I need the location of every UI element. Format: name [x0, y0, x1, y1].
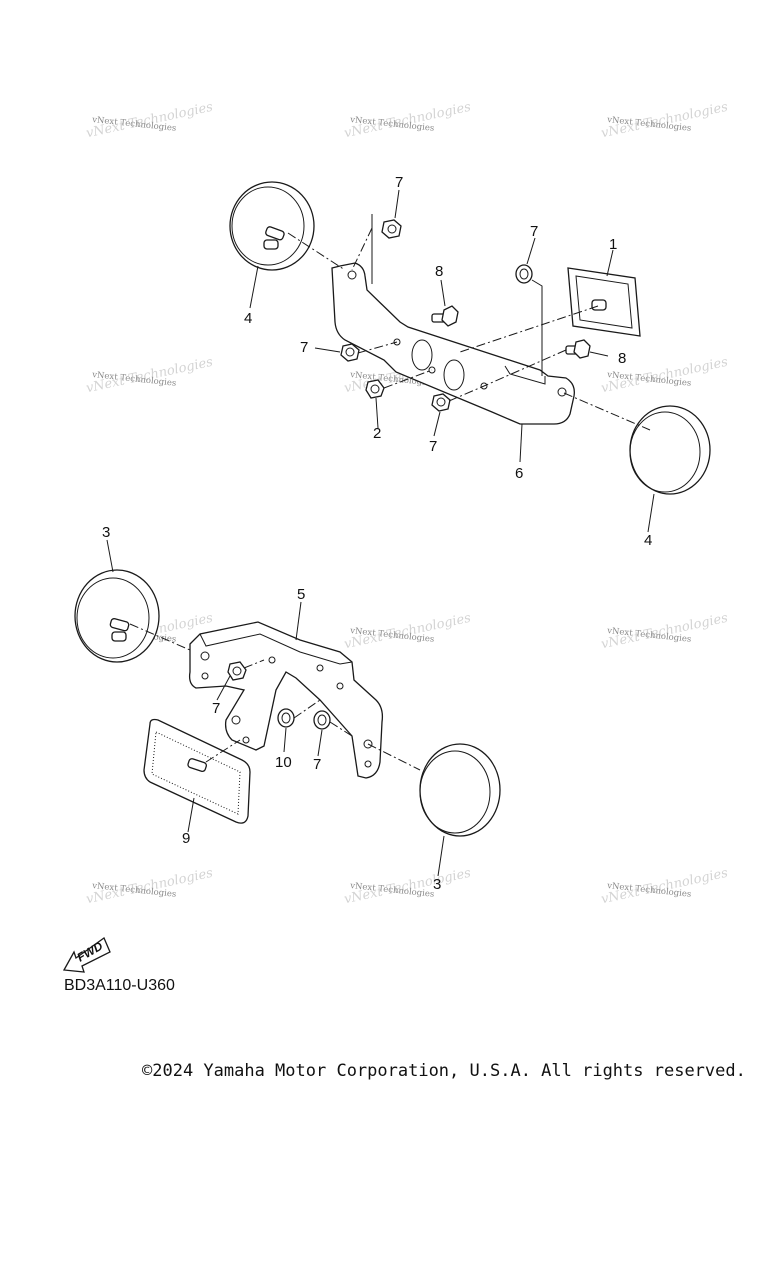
mounting-hole	[363, 739, 373, 749]
alignment-lines-lower	[129, 623, 421, 771]
callout-7-left: 7	[300, 339, 308, 356]
mounting-hole	[364, 760, 372, 768]
nut-10[interactable]	[277, 708, 295, 728]
bolt-8-lower[interactable]	[565, 339, 591, 359]
callout-3-lower: 3	[433, 876, 441, 893]
reflector-9[interactable]	[143, 718, 251, 824]
bolt-hole	[480, 382, 488, 390]
callout-7-lower-right: 7	[313, 756, 321, 773]
mounting-hole	[347, 270, 357, 280]
callout-7-lower-left: 7	[212, 700, 220, 717]
mounting-hole	[200, 651, 210, 661]
nut-7-lower-right[interactable]	[313, 710, 331, 730]
callout-9: 9	[182, 830, 190, 847]
bolt-8-upper[interactable]	[431, 305, 459, 327]
nut-2[interactable]	[365, 379, 385, 399]
watermark: vNext Technologies vNext Technologies	[85, 866, 215, 908]
callout-2: 2	[373, 425, 381, 442]
reflector-4-right[interactable]	[629, 405, 711, 495]
nut-7-lower-left[interactable]	[227, 661, 247, 681]
stud	[591, 299, 607, 311]
callout-8-lower: 8	[618, 350, 626, 367]
callout-4-upper: 4	[244, 310, 252, 327]
bolt-hole	[316, 664, 324, 672]
reflector-1[interactable]	[567, 267, 641, 337]
callout-8-upper: 8	[435, 263, 443, 280]
copyright-notice: ©2024 Yamaha Motor Corporation, U.S.A. A…	[142, 1061, 746, 1081]
callout-10: 10	[275, 754, 292, 771]
cable-hole	[443, 359, 465, 391]
callout-7-right: 7	[530, 223, 538, 240]
callout-6: 6	[515, 465, 523, 482]
watermark: vNext Technologies vNext Technologies	[85, 355, 215, 397]
fwd-arrow-icon: FWD	[62, 937, 111, 973]
bolt-hole	[393, 338, 401, 346]
bolt-hole	[428, 366, 436, 374]
watermark: vNext Technologies vNext Technologies	[600, 611, 730, 653]
callouts: 1 2 3 3 4 4 5 6 7 7 7 7 7 7 8 8 9 10	[102, 174, 652, 893]
bolt-hole	[336, 682, 344, 690]
nut-7-top[interactable]	[381, 219, 402, 239]
leader-lines	[106, 189, 655, 877]
reflector-3-right[interactable]	[419, 743, 501, 837]
nut-7-left[interactable]	[340, 343, 360, 362]
callout-3-upper: 3	[102, 524, 110, 541]
stud	[263, 239, 279, 250]
cable-hole	[411, 339, 433, 371]
bracket-tab	[504, 365, 546, 385]
stud	[111, 631, 127, 642]
bolt-hole	[268, 656, 276, 664]
watermark: vNext Technologies vNext Technologies	[85, 100, 215, 142]
bracket-5[interactable]	[188, 621, 384, 779]
watermark: vNext Technologies vNext Technologies	[600, 100, 730, 142]
reflector-3-left[interactable]	[74, 569, 160, 663]
stud	[265, 226, 285, 241]
alignment-lines-upper	[287, 214, 651, 431]
mounting-hole	[201, 672, 209, 680]
watermark: vNext Technologies vNext Technologies	[343, 611, 473, 653]
bracket-6[interactable]	[331, 262, 575, 425]
watermark: vNext Technologies vNext Technologies	[343, 100, 473, 142]
stud	[187, 758, 207, 772]
stud	[109, 618, 130, 632]
mounting-hole	[557, 387, 567, 397]
callout-4-lower: 4	[644, 532, 652, 549]
mounting-hole	[242, 736, 250, 744]
callout-1: 1	[609, 236, 617, 253]
nut-7-bottom[interactable]	[431, 393, 451, 412]
callout-7-bottom: 7	[429, 438, 437, 455]
callout-7-top: 7	[395, 174, 403, 191]
watermark: vNext Technologies vNext Technologies	[343, 866, 473, 908]
diagram-code: BD3A110-U360	[64, 977, 175, 994]
reflector-4-upper[interactable]	[229, 181, 315, 271]
mounting-hole	[231, 715, 241, 725]
watermark: vNext Technologies vNext Technologies	[600, 866, 730, 908]
nut-7-right[interactable]	[515, 264, 533, 284]
callout-5: 5	[297, 586, 305, 603]
